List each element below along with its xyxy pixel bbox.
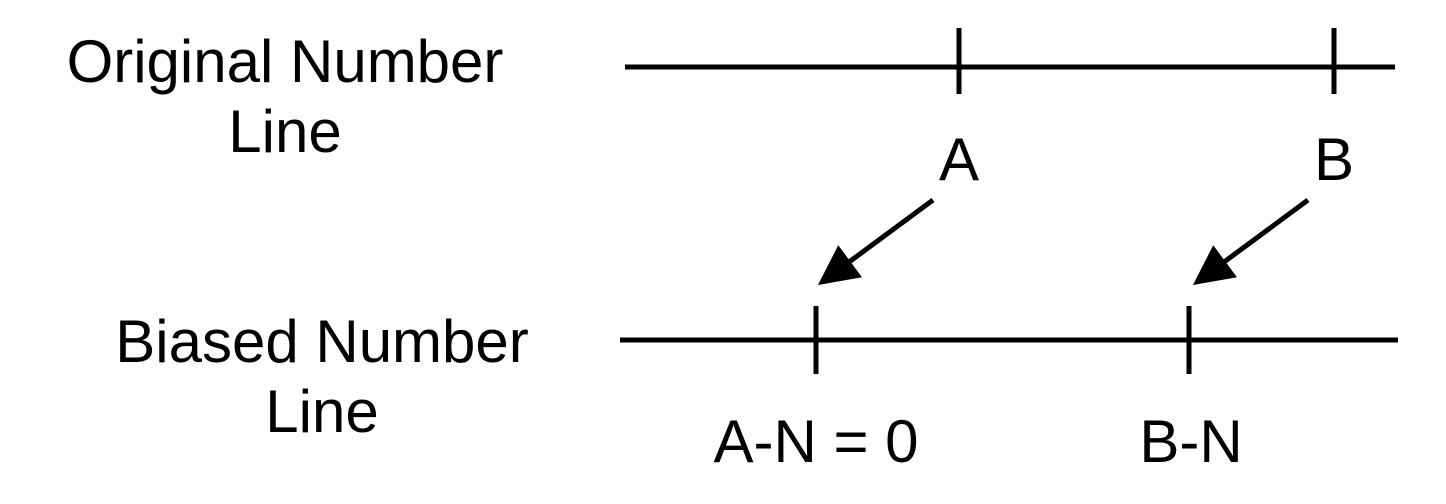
biased-line-title-1: Biased Number xyxy=(115,308,529,375)
biased-line-title-2: Line xyxy=(265,378,378,445)
original-line-title-2: Line xyxy=(228,98,341,165)
biased-point-b-label: B-N xyxy=(1139,408,1242,475)
original-point-a-label: A xyxy=(939,126,979,193)
arrow-a-to-biased xyxy=(817,197,935,285)
original-point-b-label: B xyxy=(1314,126,1354,193)
original-line-title-1: Original Number xyxy=(67,28,504,95)
arrow-b-to-biased xyxy=(1192,197,1310,285)
biased-point-a-label: A-N = 0 xyxy=(713,408,918,475)
